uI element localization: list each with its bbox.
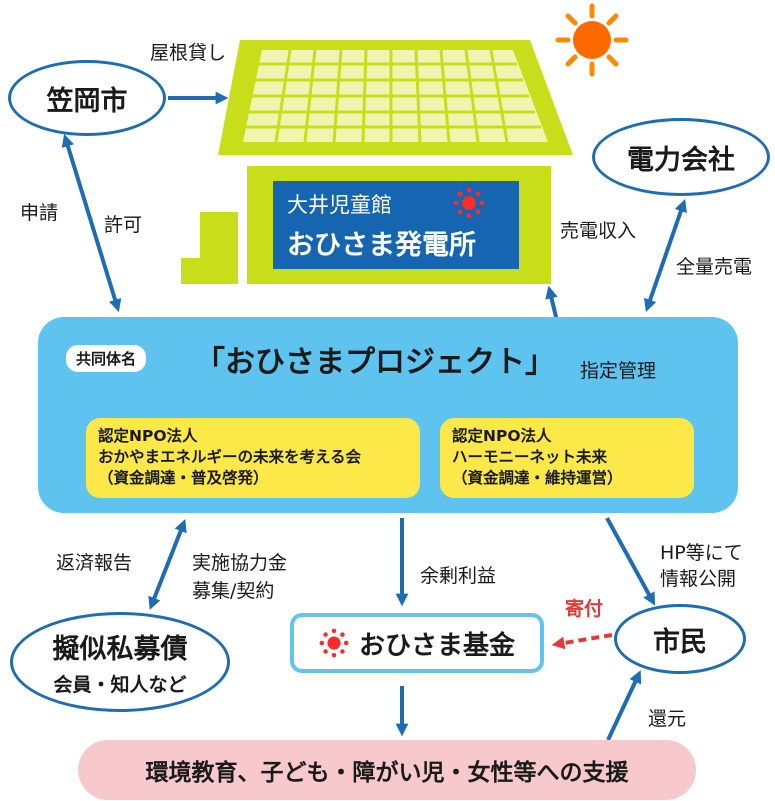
edge-label-surplus: 余剰利益 [420, 565, 497, 587]
bond-node: 擬似私募債 会員・知人など [10, 612, 230, 712]
citizens-label: 市民 [653, 626, 707, 658]
edge-label-permission: 許可 [104, 214, 143, 236]
org2-line1: 認定NPO法人 [452, 427, 552, 445]
edge-label-cooperation-line1: 実施協力金 [192, 552, 288, 574]
org2-line3: （資金調達・維持運営） [452, 468, 623, 487]
sun-icon [555, 3, 629, 77]
power-company-node: 電力会社 [592, 118, 770, 196]
bond-subtitle: 会員・知人など [53, 674, 187, 696]
edge-label-hp-line1: HP等にて [660, 542, 743, 564]
arrow-power-company [644, 198, 687, 313]
plant-name-line2: おひさま発電所 [287, 230, 476, 261]
org1-line2: おかやまエネルギーの未来を考える会 [98, 447, 362, 466]
arrow-kasaoka-project [61, 133, 122, 313]
fund-label: おひさま基金 [358, 630, 515, 661]
org-box-1: 認定NPO法人 おかやまエネルギーの未来を考える会 （資金調達・普及啓発） [86, 418, 420, 498]
project-name: 「おひさまプロジェクト」 [195, 345, 555, 380]
edge-label-full-sale: 全量売電 [676, 256, 753, 278]
edge-label-hp-line2: 情報公開 [660, 568, 737, 590]
roof-solar-panel [218, 40, 573, 155]
red-sun-icon [319, 628, 349, 658]
support-label: 環境教育、子ども・障がい児・女性等への支援 [145, 760, 629, 786]
edge-label-designated-management: 指定管理 [580, 360, 657, 382]
arrow-donation [551, 633, 613, 650]
kasaoka-city-node: 笠岡市 [8, 60, 166, 136]
arrow-info-disclosure [605, 517, 656, 606]
kasaoka-label: 笠岡市 [46, 85, 128, 117]
plant-name-line1: 大井児童館 [287, 193, 392, 217]
org1-line3: （資金調達・普及啓発） [98, 468, 269, 487]
org2-line2: ハーモニーネット未来 [452, 447, 608, 466]
org1-line1: 認定NPO法人 [98, 427, 198, 445]
edge-label-roof-rental: 屋根貸し [150, 42, 227, 64]
power-company-label: 電力会社 [627, 144, 735, 176]
plant-sign: 大井児童館 おひさま発電所 [273, 181, 519, 269]
edge-label-return: 還元 [648, 708, 687, 730]
org-box-2: 認定NPO法人 ハーモニーネット未来 （資金調達・維持運営） [440, 418, 694, 498]
red-sun-icon [453, 187, 485, 219]
arrow-return [606, 670, 642, 741]
edge-label-repayment-report: 返済報告 [56, 552, 133, 574]
ohisama-fund-node: おひさま基金 [290, 613, 544, 673]
edge-label-sales-income: 売電収入 [560, 220, 637, 242]
edge-label-donation: 寄付 [565, 598, 604, 620]
citizens-node: 市民 [614, 604, 746, 674]
block-tall [200, 212, 238, 284]
bond-title: 擬似私募債 [52, 634, 188, 665]
consortium-tag: 共同体名 [66, 345, 147, 372]
arrow-bond [148, 519, 187, 610]
edge-label-application: 申請 [20, 202, 59, 224]
edge-label-cooperation-line2: 募集/契約 [192, 580, 275, 602]
support-box: 環境教育、子ども・障がい児・女性等への支援 [78, 740, 696, 800]
